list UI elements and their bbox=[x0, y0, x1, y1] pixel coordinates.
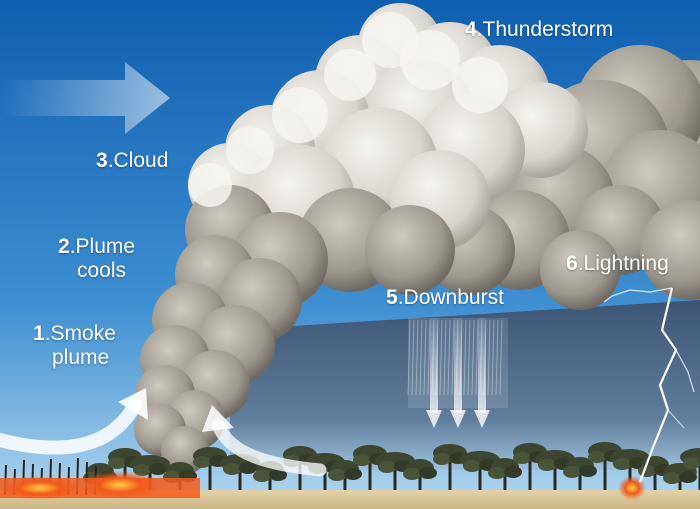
label-number: 6 bbox=[566, 252, 578, 275]
label-smoke-plume: 1.Smoke plume bbox=[33, 322, 116, 370]
thunderstorm-cloud bbox=[134, 3, 700, 474]
label-number: 2 bbox=[58, 235, 70, 258]
label-number: 3 bbox=[96, 149, 108, 172]
label-text-line2: plume bbox=[52, 346, 110, 369]
label-lightning: 6.Lightning bbox=[566, 252, 669, 276]
label-thunderstorm: 4.Thunderstorm bbox=[465, 18, 613, 42]
inflow-arrow-icon bbox=[202, 405, 327, 477]
updraft-arrow-icon bbox=[0, 388, 148, 455]
label-text: .Lightning bbox=[577, 252, 669, 275]
label-plume-cools: 2.Plume cools bbox=[58, 235, 135, 283]
label-text: .Cloud bbox=[107, 149, 169, 172]
downburst-arrows-icon bbox=[407, 318, 508, 428]
label-text: .Thunderstorm bbox=[476, 18, 614, 41]
label-cloud: 3.Cloud bbox=[96, 149, 168, 173]
label-downburst: 5.Downburst bbox=[386, 286, 504, 310]
label-text-line2: cools bbox=[77, 259, 127, 282]
label-number: 4 bbox=[465, 18, 477, 41]
label-number: 1 bbox=[33, 322, 45, 345]
fire-icon bbox=[0, 471, 646, 500]
storm-base bbox=[230, 300, 700, 470]
label-text: .Downburst bbox=[397, 286, 504, 309]
label-text: .Smoke bbox=[44, 322, 116, 345]
wind-arrow-icon bbox=[0, 62, 170, 134]
label-text: .Plume bbox=[69, 235, 136, 258]
lightning-bolt-icon bbox=[603, 287, 695, 483]
label-number: 5 bbox=[386, 286, 398, 309]
